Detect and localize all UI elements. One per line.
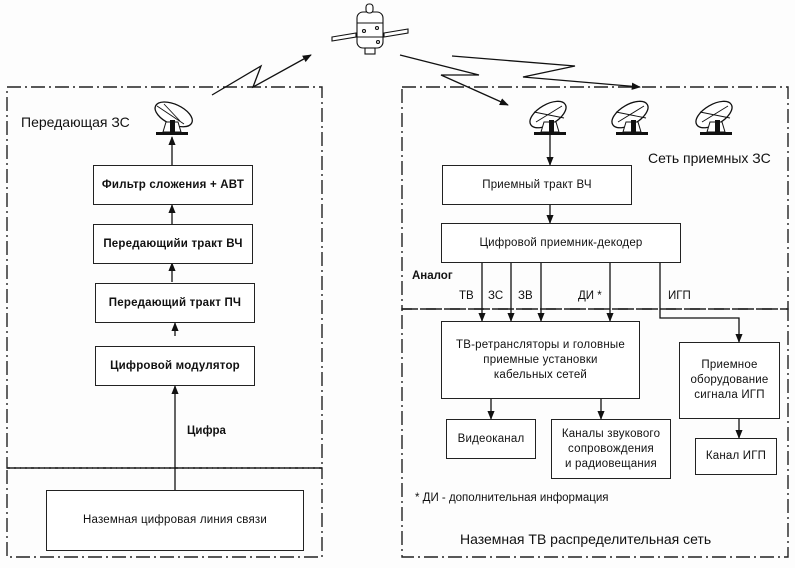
block-label: Цифровой приемник-декодер bbox=[479, 236, 643, 249]
ground-digital-link-block: Наземная цифровая линия связи bbox=[46, 490, 304, 551]
downlink-arrow-2 bbox=[451, 55, 641, 90]
digital-decoder-block: Цифровой приемник-декодер bbox=[441, 223, 681, 263]
transmit-station-title: Передающая ЗС bbox=[21, 114, 130, 130]
downlink-arrow-1 bbox=[399, 54, 509, 106]
audio-channels-block: Каналы звукового сопровождения и радиове… bbox=[551, 419, 671, 479]
transmit-if-block: Передающий тракт ПЧ bbox=[95, 283, 255, 323]
block-label: Приемное оборудование сигнала ИГП bbox=[690, 359, 769, 401]
dish-antenna-icon bbox=[695, 100, 733, 135]
analog-label: Аналог bbox=[412, 270, 453, 282]
uplink-arrow bbox=[211, 54, 312, 96]
output-label-igp: ИГП bbox=[668, 290, 691, 302]
digital-signal-label: Цифра bbox=[187, 425, 226, 437]
transmit-rf-block: Передающийи тракт ВЧ bbox=[93, 224, 253, 264]
block-label: Фильтр сложения + АВТ bbox=[101, 178, 245, 191]
block-label: Приемный тракт ВЧ bbox=[482, 178, 592, 191]
output-label-di: ДИ * bbox=[578, 290, 602, 302]
block-label: Цифровой модулятор bbox=[110, 359, 240, 372]
distribution-network-region bbox=[401, 308, 789, 558]
footnote: * ДИ - дополнительная информация bbox=[415, 492, 609, 504]
block-label: Передающийи тракт ВЧ bbox=[103, 237, 243, 250]
output-label-tv: ТВ bbox=[459, 290, 474, 302]
block-label: Канал ИГП bbox=[705, 450, 767, 462]
tv-relays-block: ТВ-ретрансляторы и головные приемные уст… bbox=[441, 321, 640, 399]
block-label: Передающий тракт ПЧ bbox=[108, 296, 242, 309]
dish-antenna-icon bbox=[611, 100, 649, 135]
video-channel-block: Видеоканал bbox=[446, 419, 536, 459]
digital-modulator-block: Цифровой модулятор bbox=[95, 346, 255, 386]
igp-channel-block: Канал ИГП bbox=[695, 438, 777, 475]
dish-antenna-icon bbox=[154, 101, 193, 135]
block-label: Наземная цифровая линия связи bbox=[82, 514, 268, 526]
block-label: Видеоканал bbox=[457, 432, 525, 445]
igp-equipment-block: Приемное оборудование сигнала ИГП bbox=[679, 342, 780, 419]
distribution-network-title: Наземная ТВ распределительная сеть bbox=[460, 531, 712, 547]
output-label-zv: ЗВ bbox=[518, 290, 533, 302]
arrow-igp bbox=[659, 263, 743, 343]
receive-rf-block: Приемный тракт ВЧ bbox=[442, 165, 632, 205]
block-label: Каналы звукового сопровождения и радиове… bbox=[561, 427, 661, 470]
dish-antenna-icon bbox=[529, 100, 567, 135]
block-label: ТВ-ретрансляторы и головные приемные уст… bbox=[456, 338, 625, 381]
combining-filter-block: Фильтр сложения + АВТ bbox=[93, 165, 253, 205]
output-label-zs: ЗС bbox=[488, 290, 504, 302]
transmit-station-region bbox=[6, 86, 323, 469]
receive-network-title: Сеть приемных ЗС bbox=[648, 150, 771, 166]
ground-link-region bbox=[6, 467, 323, 558]
satellite-icon bbox=[331, 3, 409, 55]
